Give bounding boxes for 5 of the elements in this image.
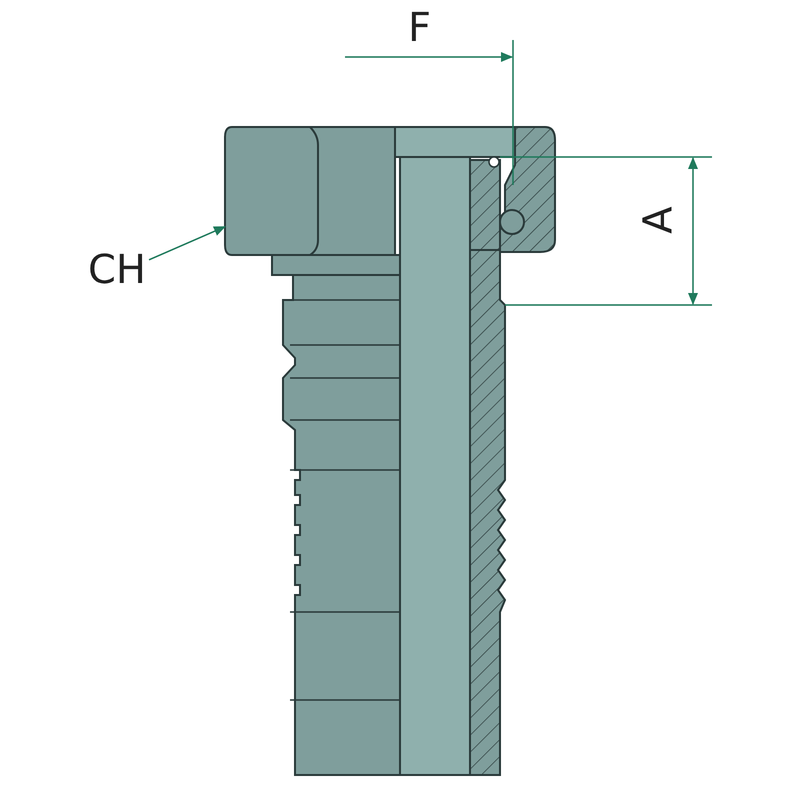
hex-nut-drawing bbox=[224, 126, 396, 256]
callout-label: CH bbox=[88, 250, 146, 290]
dimension-label: A bbox=[638, 206, 679, 234]
dimension-label: F bbox=[408, 8, 432, 48]
leader-line bbox=[148, 226, 226, 261]
